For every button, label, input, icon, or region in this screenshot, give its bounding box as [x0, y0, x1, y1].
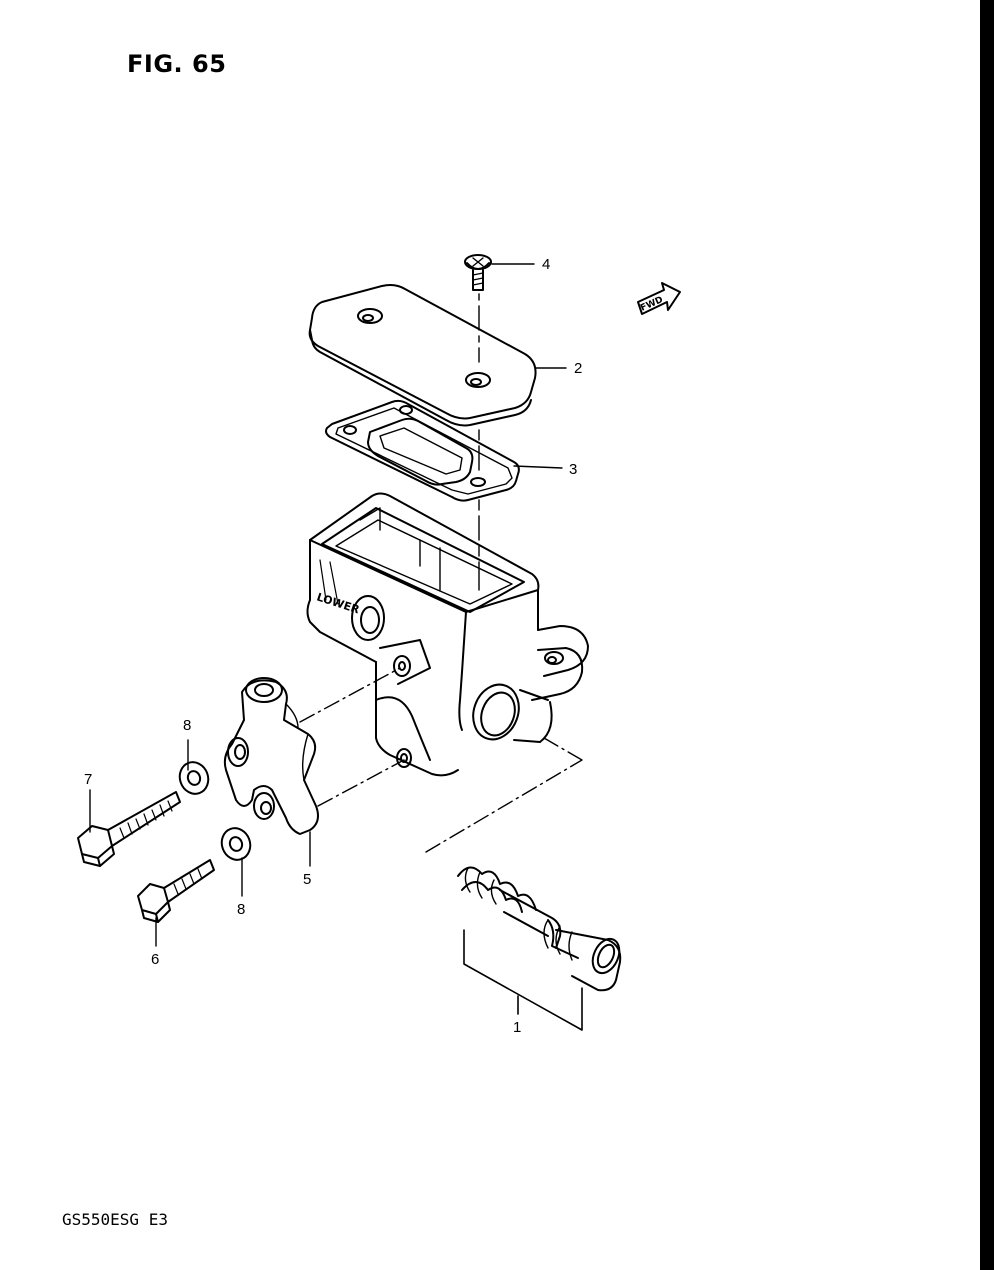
centerline-clamp-lower	[317, 759, 405, 807]
callout-6: 6	[151, 951, 159, 968]
part-3-diaphragm	[325, 399, 520, 502]
part-1-bracket	[463, 929, 583, 1031]
callout-labels: 4 2 3 8 7 5 8 6 1	[84, 256, 582, 1036]
part-1-piston-assembly	[457, 866, 622, 992]
part-7-long-bolt	[77, 791, 181, 867]
part-6-short-bolt	[137, 859, 215, 923]
callout-3: 3	[569, 461, 577, 478]
page-edge-border	[980, 0, 994, 1270]
fwd-direction-arrow: FWD	[637, 282, 681, 315]
fwd-label: FWD	[639, 295, 665, 314]
callout-7: 7	[84, 771, 92, 788]
body-marking-lower: LOWER	[315, 590, 361, 616]
master-cylinder-body: LOWER	[306, 492, 589, 777]
part-8-washer-lower	[220, 827, 252, 861]
part-4-screw	[464, 254, 492, 291]
model-code: GS550ESG E3	[62, 1210, 168, 1229]
part-5-clamp	[223, 677, 319, 835]
callout-5: 5	[303, 871, 311, 888]
centerline-piston	[425, 737, 583, 853]
callout-8-upper: 8	[183, 717, 191, 734]
figure-title: FIG. 65	[127, 50, 227, 78]
part-2-reservoir-cap	[308, 284, 537, 427]
callout-4: 4	[542, 256, 550, 273]
centerline-clamp-upper	[299, 667, 401, 723]
callout-8-lower: 8	[237, 901, 245, 918]
leader-lines	[89, 263, 567, 947]
part-8-washer-upper	[178, 761, 210, 795]
callout-2: 2	[574, 360, 582, 377]
callout-1: 1	[513, 1019, 521, 1036]
